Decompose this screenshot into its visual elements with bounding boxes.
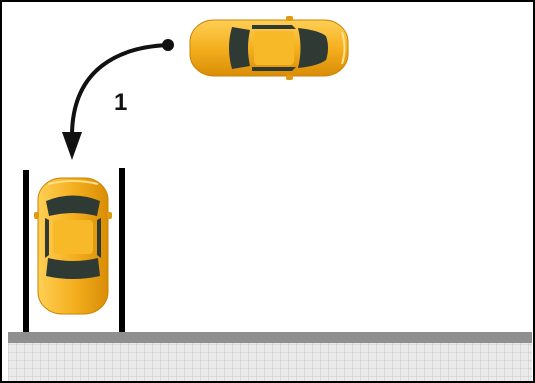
moving-car	[190, 16, 348, 80]
step-label: 1	[114, 89, 127, 116]
sidewalk	[8, 342, 532, 382]
parked-car	[34, 178, 112, 314]
stall-line-left	[23, 170, 29, 332]
curb	[8, 332, 532, 343]
stall-line-right	[119, 168, 125, 332]
